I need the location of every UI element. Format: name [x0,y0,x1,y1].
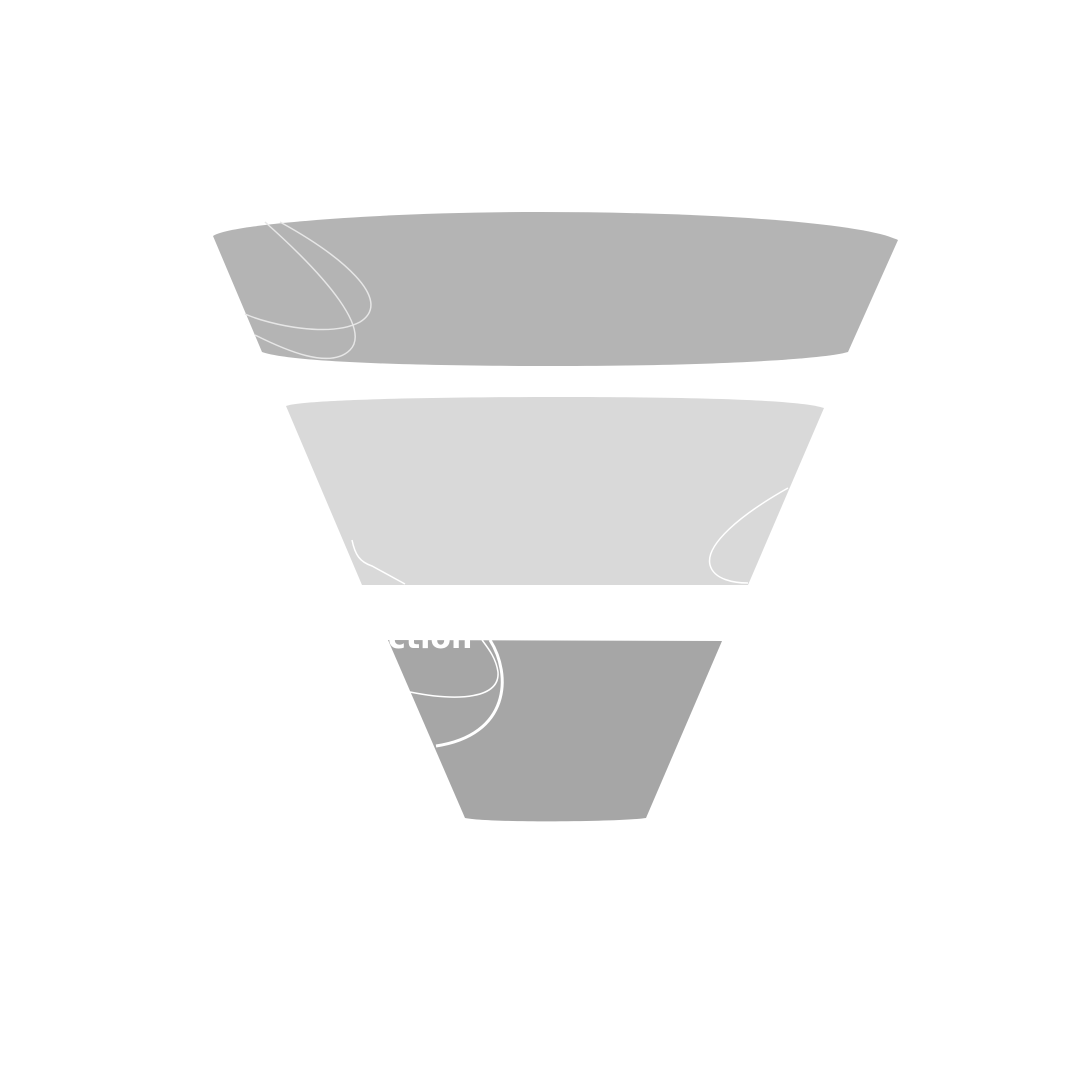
funnel-layer-top-wire [254,221,356,360]
funnel-layer-bottom [388,639,722,822]
funnel-layer-bottom-shape [388,640,722,822]
funnel-layer-middle-wire [708,487,789,584]
funnel-layer-bottom-wire [409,639,499,698]
funnel-layer-top-wire [244,221,372,331]
funnel-layer-bottom-wire [435,639,504,748]
funnel-layer-top [213,212,898,366]
funnel-layer-middle-wire [351,539,406,585]
funnel-layer-top-shape [213,212,898,366]
partial-label-text: ction [388,621,472,656]
funnel-layer-middle [286,397,824,585]
funnel-layer-middle-shape [286,397,824,585]
